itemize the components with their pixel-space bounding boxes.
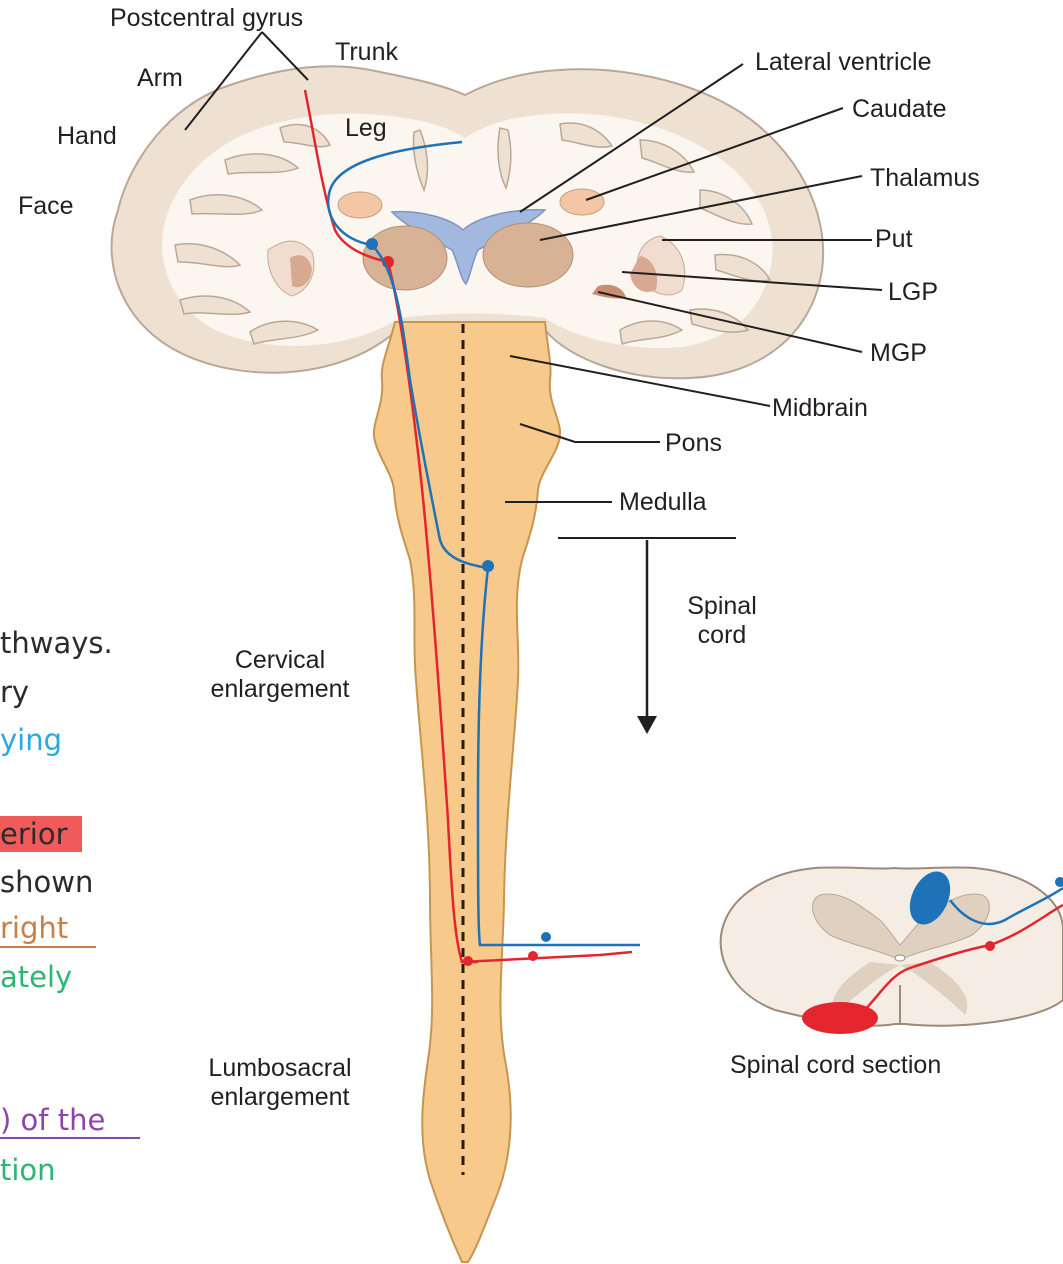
label-arm: Arm	[137, 66, 183, 91]
slide-fragment-9: tion	[0, 1156, 56, 1185]
label-medulla: Medulla	[619, 490, 707, 515]
slide-fragment-3: ying	[0, 726, 62, 755]
label-lateral-ventricle: Lateral ventricle	[755, 50, 931, 75]
label-hand: Hand	[57, 124, 117, 149]
slide-fragment-1: thways.	[0, 629, 113, 658]
label-lumbosacral-enlargement: Lumbosacral enlargement	[162, 1056, 398, 1110]
label-spinal-cord: Spinal cord	[662, 594, 782, 648]
caudate-right	[560, 189, 604, 215]
caudate-left	[338, 192, 382, 218]
label-thalamus: Thalamus	[870, 166, 980, 191]
spinal-cord-section	[721, 865, 1063, 1034]
slide-fragment-2: ry	[0, 678, 29, 707]
spinal-arrow-head	[637, 716, 657, 734]
slide-fragment-7: ately	[0, 963, 72, 992]
brainstem-spinal-cord	[374, 322, 560, 1262]
label-spinal-cord-section: Spinal cord section	[730, 1053, 941, 1078]
label-put: Put	[875, 227, 913, 252]
label-midbrain: Midbrain	[772, 396, 868, 421]
slide-fragment-6: right	[0, 914, 68, 943]
label-cervical-enlargement: Cervical enlargement	[162, 648, 398, 702]
label-postcentral-gyrus: Postcentral gyrus	[110, 6, 303, 31]
central-canal	[895, 955, 905, 961]
label-face: Face	[18, 194, 74, 219]
label-leg: Leg	[345, 116, 387, 141]
slide-fragment-5: shown	[0, 868, 93, 897]
label-caudate: Caudate	[852, 97, 947, 122]
slide-fragment-4: erior	[0, 820, 68, 849]
label-mgp: MGP	[870, 341, 927, 366]
thalamus-right	[483, 223, 573, 287]
label-trunk: Trunk	[335, 40, 398, 65]
slide-fragment-8: ) of the	[0, 1106, 105, 1135]
label-lgp: LGP	[888, 280, 938, 305]
label-pons: Pons	[665, 431, 722, 456]
